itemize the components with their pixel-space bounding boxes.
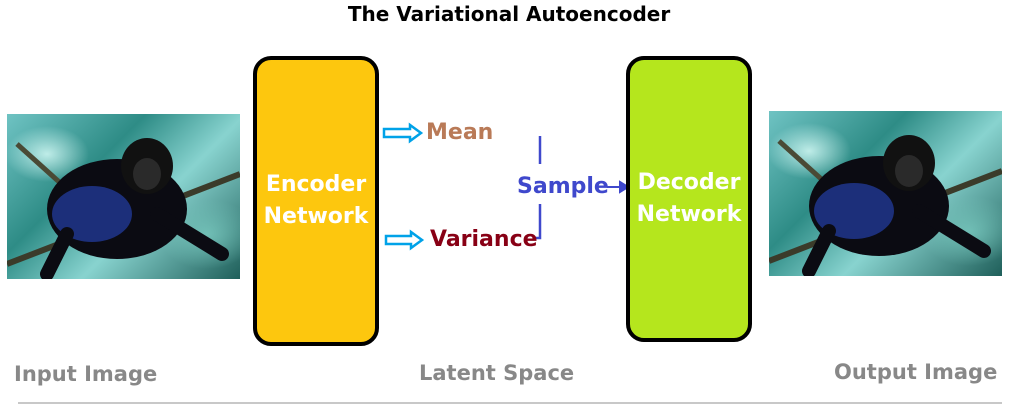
bottom-divider bbox=[18, 402, 1002, 404]
latent-bracket bbox=[533, 136, 542, 240]
sample-arrow-icon bbox=[607, 180, 630, 194]
mean-label: Mean bbox=[426, 120, 494, 145]
input-image bbox=[7, 114, 240, 279]
mean-arrow-icon bbox=[382, 122, 424, 144]
variance-arrow-icon bbox=[384, 229, 425, 251]
output-image-caption: Output Image bbox=[834, 360, 998, 384]
encoder-label-line1: Encoder bbox=[265, 172, 367, 197]
latent-space-caption: Latent Space bbox=[419, 361, 575, 385]
decoder-label-line2: Network bbox=[636, 202, 742, 227]
input-image-caption: Input Image bbox=[14, 362, 158, 386]
variance-label: Variance bbox=[430, 227, 538, 252]
decoder-label-line1: Decoder bbox=[637, 170, 741, 195]
decoder-network-box: Decoder Network bbox=[626, 56, 752, 342]
output-image bbox=[769, 111, 1002, 276]
encoder-network-box: Encoder Network bbox=[253, 56, 379, 346]
sample-label: Sample bbox=[517, 174, 609, 199]
diagram-title: The Variational Autoencoder bbox=[347, 2, 671, 26]
encoder-label-line2: Network bbox=[263, 204, 369, 229]
